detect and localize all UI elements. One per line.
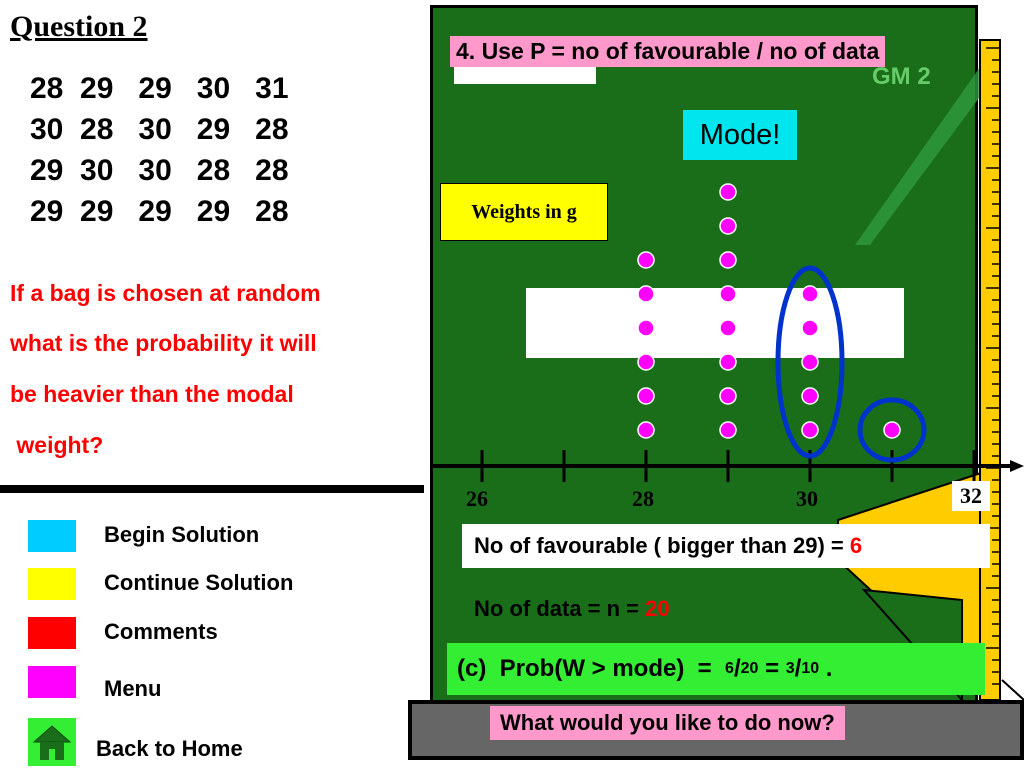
data-dot-30 [801,387,819,405]
data-dot-30 [801,319,819,337]
data-dot-29 [719,217,737,235]
data-dot-30 [801,421,819,439]
menu-button[interactable]: Menu [104,676,162,701]
continue-solution-swatch[interactable] [28,568,76,600]
tick-label-26: 26 [466,486,488,511]
data-dot-28 [637,319,655,337]
data-dot-29 [719,183,737,201]
favourable-count: No of favourable ( bigger than 29) = 6 [462,524,990,568]
ndata-value: 20 [645,596,670,621]
data-dot-28 [637,421,655,439]
prob-den-2: 10 [801,660,820,677]
question-line-2: what is the probability it will [10,330,317,356]
prob-end: . [819,655,833,682]
comments-swatch[interactable] [28,617,76,649]
tick-label-28: 28 [632,486,654,511]
highlight-ring-30 [775,265,845,459]
data-dot-31 [883,421,901,439]
question-line-3: be heavier than the modal [10,381,294,407]
section-divider [0,485,424,493]
question-line-1: If a bag is chosen at random [10,280,321,306]
data-dot-29 [719,387,737,405]
data-dot-29 [719,285,737,303]
favourable-text: No of favourable ( bigger than 29) = [474,533,850,558]
back-to-home-label[interactable]: Back to Home [96,736,243,761]
data-dot-28 [637,387,655,405]
prob-num-2: 3 [785,660,795,677]
prob-num-1: 6 [725,660,734,677]
data-row-1: 28 29 29 30 31 [30,72,289,105]
data-dot-28 [637,251,655,269]
data-dot-30 [801,353,819,371]
continue-solution-button[interactable]: Continue Solution [104,570,294,595]
menu-swatch[interactable] [28,666,76,698]
tick-label-30: 30 [796,486,818,511]
data-dot-30 [801,285,819,303]
data-dot-29 [719,421,737,439]
home-button[interactable] [28,718,76,766]
data-dot-28 [637,285,655,303]
comments-button[interactable]: Comments [104,619,218,644]
data-dot-28 [637,353,655,371]
data-row-3: 29 30 30 28 28 [30,154,289,187]
edge-line [1001,679,1024,701]
favourable-value: 6 [849,533,863,558]
ndata-line: No of data = n = 20 [474,596,670,622]
step-label: 4. Use P = no of favourable / no of data [450,36,886,67]
highlight-ring-31 [857,397,927,463]
data-row-2: 30 28 30 29 28 [30,113,289,146]
x-axis-arrow [1010,460,1024,472]
axis-label-weights: Weights in g [440,183,608,241]
ndata-text: No of data = n = [474,596,646,621]
begin-solution-swatch[interactable] [28,520,76,552]
ruler-ticks [986,47,1000,685]
prob-prefix: (c) Prob(W > mode) = [457,655,726,682]
question-line-4: weight? [10,432,104,458]
begin-solution-button[interactable]: Begin Solution [104,522,260,547]
tick-label-32: 32 [952,481,990,511]
prob-equals: = [758,655,786,682]
probability-result: (c) Prob(W > mode) = 6/20 = 3/10 . [447,643,985,695]
home-icon [32,725,72,760]
data-dot-29 [719,251,737,269]
chalk-scribble: GM 2 [872,63,931,90]
data-dot-29 [719,353,737,371]
data-dot-29 [719,319,737,337]
data-row-4: 29 29 29 29 28 [30,195,289,228]
prompt-button[interactable]: What would you like to do now? [490,706,845,740]
mode-label: Mode! [683,110,797,160]
set-square-top [855,60,985,245]
prob-den-1: 20 [740,660,759,677]
question-title: Question 2 [10,10,148,43]
